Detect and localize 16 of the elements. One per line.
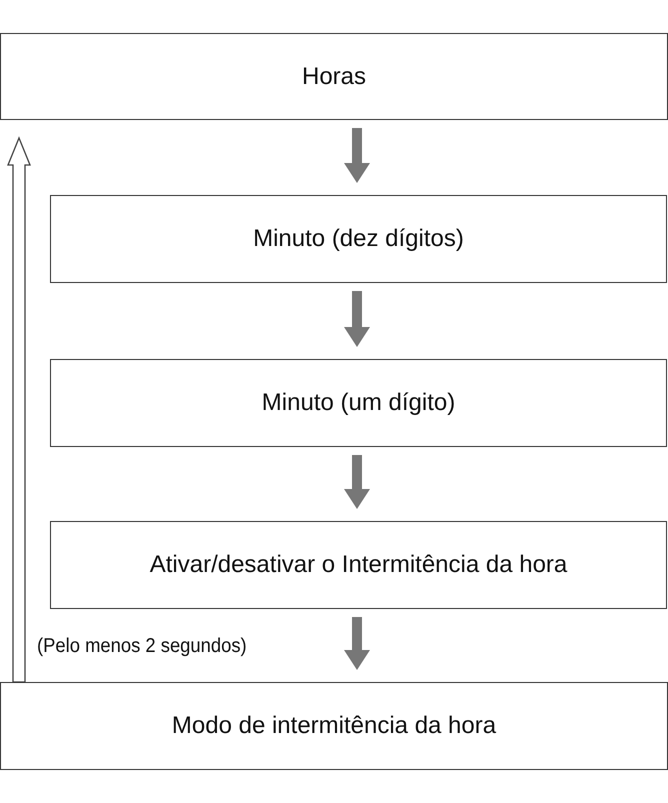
note-text: (Pelo menos 2 segundos) xyxy=(37,635,247,658)
box-label: Horas xyxy=(302,62,366,90)
process-box xyxy=(50,521,667,609)
box-label: Minuto (um dígito) xyxy=(262,389,456,417)
arrow xyxy=(344,128,370,183)
arrow xyxy=(344,291,370,347)
arrow xyxy=(344,455,370,509)
arrow xyxy=(7,136,31,683)
process-box xyxy=(50,195,667,283)
process-box xyxy=(0,33,668,120)
process-box xyxy=(0,682,668,770)
box-label: Modo de intermitência da hora xyxy=(172,712,496,740)
box-label: Ativar/desativar o Intermitência da hora xyxy=(150,551,568,579)
box-label: Minuto (dez dígitos) xyxy=(253,225,464,253)
arrow xyxy=(344,617,370,670)
process-box xyxy=(50,359,667,447)
